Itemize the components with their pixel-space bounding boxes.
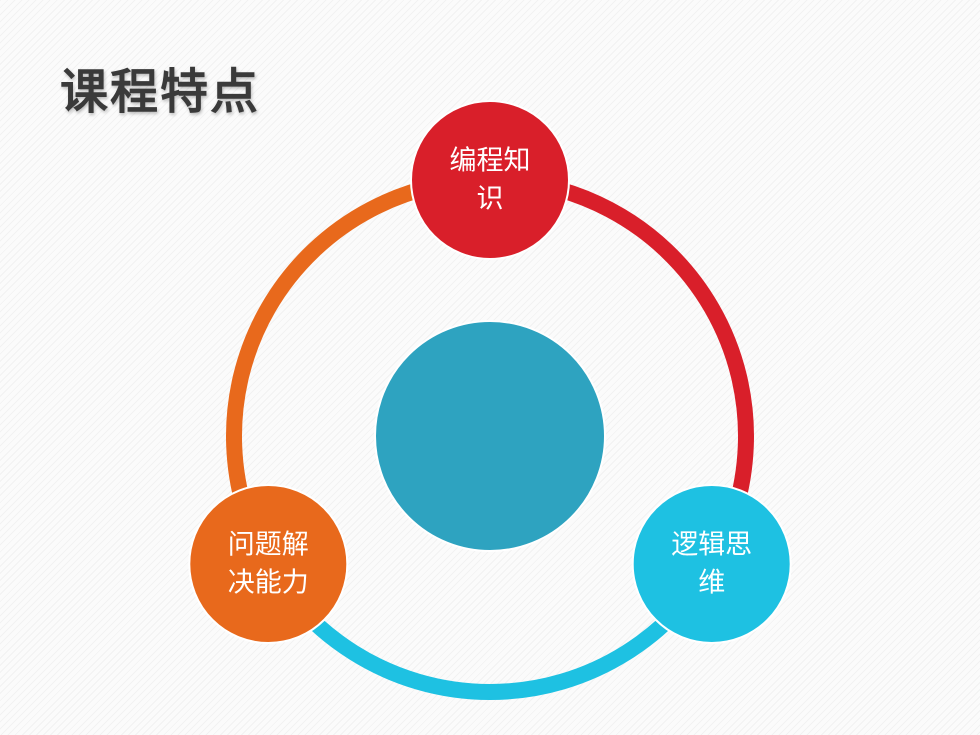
node-label-logic: 维: [698, 568, 725, 599]
node-label-programming: 识: [477, 184, 504, 215]
node-circle-programming: [410, 100, 570, 260]
node-circle-logic: [631, 484, 792, 644]
node-label-programming: 编程知: [450, 146, 531, 177]
arc-layer: [226, 172, 754, 700]
arc-programming-to-logic: [489, 172, 754, 568]
node-circle-problem: [188, 484, 349, 644]
node-label-problem: 决能力: [228, 568, 309, 599]
node-label-logic: 逻辑思: [671, 530, 752, 561]
arc-problem-to-programming: [226, 172, 491, 568]
arc-logic-to-problem: [261, 559, 719, 700]
slide-title: 课程特点: [60, 64, 261, 120]
node-label-problem: 问题解: [228, 530, 309, 561]
center-circle: [374, 320, 606, 552]
